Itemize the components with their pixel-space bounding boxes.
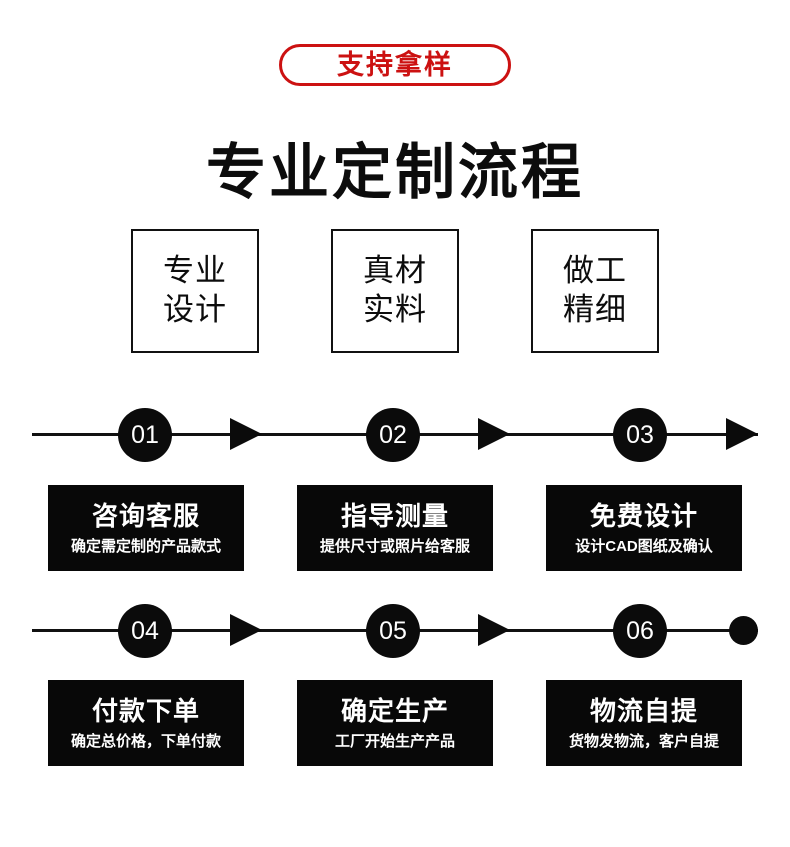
step-card-group-2: 付款下单 确定总价格，下单付款 确定生产 工厂开始生产产品 物流自提 货物发物流… bbox=[48, 680, 742, 766]
step-card-05-subtitle: 工厂开始生产产品 bbox=[334, 732, 455, 750]
step-card-06-subtitle: 货物发物流，客户自提 bbox=[568, 732, 719, 750]
timeline-step-marker-05: 05 bbox=[366, 604, 420, 658]
timeline-row-1: 01 02 03 bbox=[0, 405, 790, 465]
sample-badge-label: 支持拿样 bbox=[337, 49, 453, 80]
timeline-step-marker-04: 04 bbox=[118, 604, 172, 658]
step-card-05-title: 确定生产 bbox=[340, 696, 449, 726]
step-card-06-title: 物流自提 bbox=[589, 696, 698, 726]
step-card-03: 免费设计 设计CAD图纸及确认 bbox=[546, 485, 742, 571]
feature-box-design-line2: 设计 bbox=[163, 292, 227, 327]
feature-box-material-line2: 实料 bbox=[363, 292, 427, 327]
feature-box-material-line1: 真材 bbox=[363, 253, 427, 289]
step-card-01: 咨询客服 确定需定制的产品款式 bbox=[48, 485, 244, 571]
timeline-step-marker-06: 06 bbox=[613, 604, 667, 658]
feature-box-craftsmanship: 做工 精细 bbox=[531, 229, 659, 353]
step-card-02: 指导测量 提供尺寸或照片给客服 bbox=[297, 485, 493, 571]
step-card-04-subtitle: 确定总价格，下单付款 bbox=[70, 732, 221, 750]
timeline-row-2: 04 05 06 bbox=[0, 601, 790, 661]
timeline-arrow-icon-1a bbox=[230, 418, 262, 450]
step-card-01-title: 咨询客服 bbox=[91, 501, 200, 531]
timeline-end-dot-icon bbox=[729, 616, 758, 645]
timeline-arrow-icon-2b bbox=[478, 614, 510, 646]
timeline-step-marker-03: 03 bbox=[613, 408, 667, 462]
sample-badge-container: 支持拿样 bbox=[0, 44, 790, 86]
feature-box-design-line1: 专业 bbox=[163, 253, 227, 289]
timeline-step-marker-01: 01 bbox=[118, 408, 172, 462]
feature-box-craftsmanship-line2: 精细 bbox=[563, 292, 627, 327]
step-card-05: 确定生产 工厂开始生产产品 bbox=[297, 680, 493, 766]
timeline-step-marker-02: 02 bbox=[366, 408, 420, 462]
step-card-04-title: 付款下单 bbox=[91, 696, 200, 726]
feature-box-design: 专业 设计 bbox=[131, 229, 259, 353]
step-card-01-subtitle: 确定需定制的产品款式 bbox=[70, 537, 221, 555]
step-card-03-subtitle: 设计CAD图纸及确认 bbox=[575, 537, 713, 555]
step-card-02-title: 指导测量 bbox=[340, 501, 449, 531]
feature-box-group: 专业 设计 真材 实料 做工 精细 bbox=[48, 229, 742, 353]
feature-box-material: 真材 实料 bbox=[331, 229, 459, 353]
page-title-container: 专业定制流程 bbox=[0, 97, 790, 249]
page-title: 专业定制流程 bbox=[206, 139, 584, 207]
step-card-02-subtitle: 提供尺寸或照片给客服 bbox=[319, 537, 470, 555]
feature-box-craftsmanship-line1: 做工 bbox=[563, 253, 627, 289]
step-card-group-1: 咨询客服 确定需定制的产品款式 指导测量 提供尺寸或照片给客服 免费设计 设计C… bbox=[48, 485, 742, 571]
timeline-arrow-icon-1c bbox=[726, 418, 758, 450]
step-card-04: 付款下单 确定总价格，下单付款 bbox=[48, 680, 244, 766]
step-card-06: 物流自提 货物发物流，客户自提 bbox=[546, 680, 742, 766]
sample-badge: 支持拿样 bbox=[279, 44, 511, 86]
step-card-03-title: 免费设计 bbox=[589, 501, 698, 531]
timeline-arrow-icon-1b bbox=[478, 418, 510, 450]
timeline-arrow-icon-2a bbox=[230, 614, 262, 646]
